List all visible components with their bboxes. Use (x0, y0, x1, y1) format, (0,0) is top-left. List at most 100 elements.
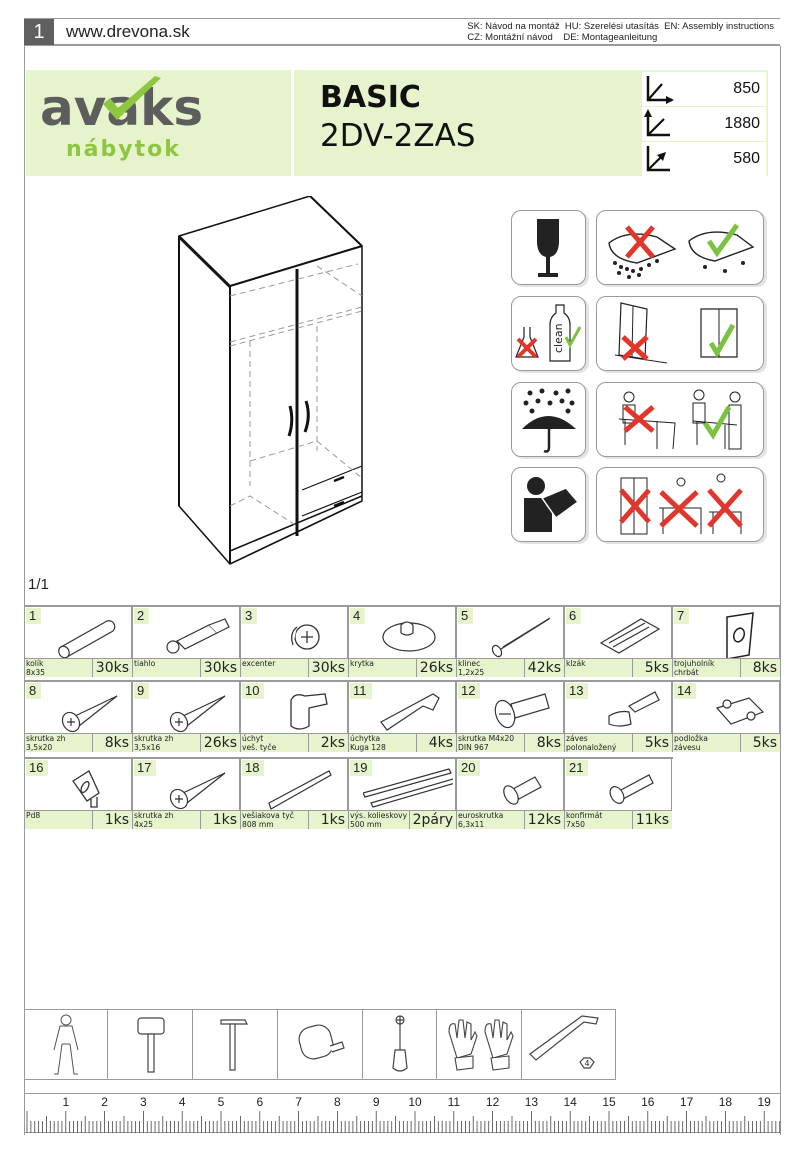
dimension-height: 1880 (642, 107, 766, 141)
part-name: úchytka Kuga 128 (350, 734, 386, 752)
part-footer: skrutka zh 4x25 1ks (133, 810, 240, 829)
part-quantity: 12ks (523, 811, 564, 829)
read-instructions-icon (511, 467, 586, 542)
svg-text:clean: clean (552, 323, 565, 353)
logo-subtitle: nábytok (66, 137, 181, 162)
confirmat-screw-icon (609, 774, 654, 804)
part-item: 17 skrutka zh 4x25 1ks (132, 759, 240, 829)
part-footer: trojuholník chrbát 8ks (673, 658, 780, 677)
screw-icon (169, 695, 226, 733)
ruler-ticks (26, 1111, 781, 1133)
hinge-plate-icon (715, 697, 765, 725)
rail-holder-icon (290, 693, 328, 730)
part-footer: skrutka M4x20 DIN 967 8ks (457, 733, 564, 752)
part-quantity: 5ks (632, 659, 672, 677)
wet-cloth-not-allowed-icon (596, 210, 764, 285)
part-name: skrutka zh 4x25 (134, 811, 174, 829)
language-line: CZ: Montážní návod DE: Montageanleitung (467, 32, 658, 43)
part-item: 21 konfirmát 7x50 11ks (564, 759, 672, 829)
part-item: 7 trojuholník chrbát 8ks (672, 607, 780, 677)
ruler-label: 10 (408, 1095, 422, 1109)
shelf-support-icon (72, 770, 100, 808)
part-number: 19 (350, 760, 373, 776)
part-number: 4 (350, 608, 366, 624)
part-name: skrutka zh 3,5x20 (26, 734, 66, 752)
phillips-screwdriver-icon (363, 1010, 437, 1079)
wardrobe-illustration (178, 196, 363, 565)
part-name: tiahlo (134, 659, 156, 668)
gloves-icon (437, 1010, 522, 1079)
part-quantity: 8ks (740, 659, 780, 677)
part-quantity: 30ks (91, 659, 132, 677)
part-name: záves polonaložený (566, 734, 617, 752)
part-number: 17 (134, 760, 157, 776)
part-number: 16 (26, 760, 49, 776)
part-item: 18 vešiakova tyč 808 mm 1ks (240, 759, 348, 829)
part-footer: konfirmát 7x50 11ks (565, 810, 672, 829)
part-footer: vešiakova tyč 808 mm 1ks (241, 810, 348, 829)
part-footer: úchyt veš. tyče 2ks (241, 733, 348, 752)
part-quantity: 1ks (200, 811, 240, 829)
ruler-label: 19 (757, 1095, 771, 1109)
back-panel-bracket-icon (726, 612, 754, 659)
part-number: 6 (566, 608, 582, 624)
part-number: 8 (26, 683, 42, 699)
part-quantity: 5ks (740, 734, 780, 752)
part-number: 14 (674, 683, 697, 699)
part-quantity: 30ks (307, 659, 348, 677)
part-number: 20 (458, 760, 481, 776)
part-name: klzák (566, 659, 586, 668)
ruler-label: 6 (256, 1095, 264, 1109)
header-bar: 1 www.drevona.sk SK: Návod na montáž HU:… (24, 18, 780, 46)
part-item: 8 skrutka zh 3,5x20 8ks (24, 682, 132, 752)
part-quantity: 11ks (631, 811, 672, 829)
part-name: konfirmát 7x50 (566, 811, 603, 829)
machine-screw-icon (494, 693, 550, 729)
ruler-label: 15 (602, 1095, 616, 1109)
cover-cap-icon (382, 621, 436, 652)
part-quantity: 1ks (92, 811, 132, 829)
part-number: 1 (26, 608, 42, 624)
part-footer: výs. kolieskovy 500 mm 2páry (349, 810, 456, 829)
part-name: krytka (350, 659, 374, 668)
ruler-label: 4 (178, 1095, 186, 1109)
part-name: úchyt veš. tyče (242, 734, 277, 752)
part-number: 10 (242, 683, 265, 699)
part-quantity: 8ks (524, 734, 564, 752)
do-not-climb-sit-icon (596, 467, 764, 542)
part-quantity: 5ks (632, 734, 672, 752)
part-footer: úchytka Kuga 128 4ks (349, 733, 456, 752)
part-quantity: 2ks (308, 734, 348, 752)
tape-measure-icon (278, 1010, 363, 1079)
website-link[interactable]: www.drevona.sk (66, 22, 190, 41)
parts-row: 1 kolík 8x35 30ks 2 tiahlo 30ks 3 excent… (24, 605, 781, 677)
part-name: Pd8 (26, 811, 41, 820)
dimension-depth: 580 (642, 142, 766, 176)
height-arrow-icon (644, 109, 670, 137)
hanging-rail-icon (268, 770, 332, 810)
dimensions-table: 850 1880 580 (642, 72, 766, 177)
part-name: vešiakova tyč 808 mm (242, 811, 294, 829)
dimension-value: 1880 (724, 115, 760, 132)
part-footer: excenter 30ks (241, 658, 348, 677)
dimension-value: 580 (733, 150, 760, 167)
part-item: 11 úchytka Kuga 128 4ks (348, 682, 456, 752)
part-number: 2 (134, 608, 150, 624)
part-footer: skrutka zh 3,5x16 26ks (133, 733, 240, 752)
part-item: 12 skrutka M4x20 DIN 967 8ks (456, 682, 564, 752)
keep-level-floor-icon (596, 296, 764, 371)
ruler-label: 8 (334, 1095, 341, 1109)
part-item: 4 krytka 26ks (348, 607, 456, 677)
part-footer: euroskrutka 6,3x11 12ks (457, 810, 564, 829)
part-quantity: 8ks (92, 734, 132, 752)
ruler-label: 2 (101, 1095, 108, 1109)
part-name: kolík 8x35 (26, 659, 45, 677)
part-number: 3 (242, 608, 258, 624)
svg-text:4: 4 (584, 1059, 589, 1068)
part-name: skrutka M4x20 DIN 967 (458, 734, 515, 752)
ruler-label: 13 (524, 1095, 539, 1109)
dimension-value: 850 (733, 80, 760, 97)
depth-arrow-icon (646, 146, 670, 172)
ruler-label: 9 (372, 1095, 380, 1109)
dowel-icon (58, 620, 116, 659)
